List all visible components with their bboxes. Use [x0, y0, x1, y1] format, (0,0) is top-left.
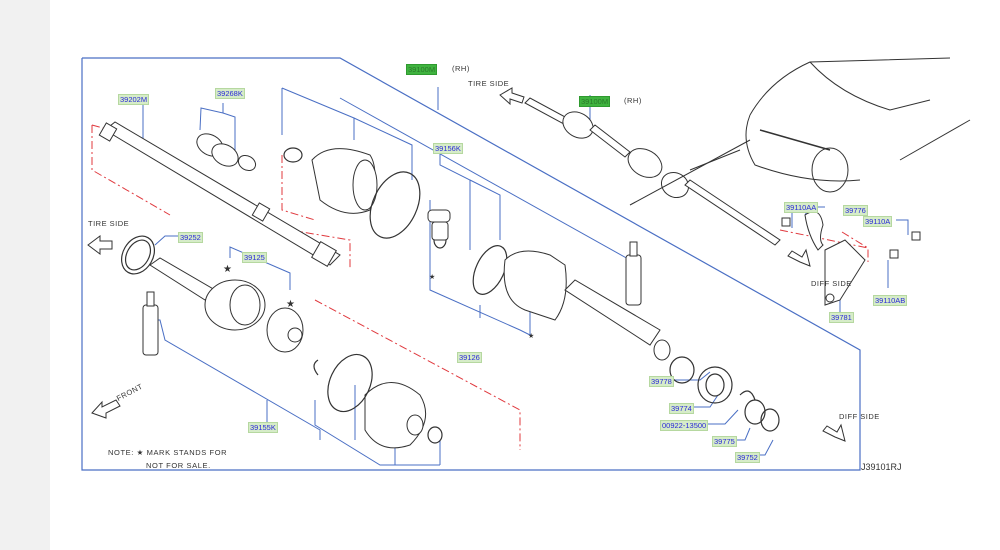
outer-joint-art [149, 257, 304, 353]
part-label-39752[interactable]: 39752 [735, 452, 760, 463]
rh-label-car: (RH) [624, 96, 642, 105]
part-label-39110A[interactable]: 39110A [863, 216, 893, 227]
direction-arrows [87, 87, 846, 442]
star-markers: ★ ★ ★ ★ [223, 264, 534, 340]
part-label-39155K[interactable]: 39155K [248, 422, 278, 433]
part-label-39100M-car[interactable]: 39100M [579, 96, 611, 107]
rings-art [121, 171, 508, 413]
tire-side-left-label: TIRE SIDE [88, 219, 130, 228]
rh-label-main: (RH) [452, 64, 470, 73]
parts-diagram-art: ★ ★ ★ ★ [81, 57, 971, 471]
diff-side-bracket-label: DIFF SIDE [811, 279, 852, 288]
part-label-39100M-main[interactable]: 39100M [406, 64, 438, 75]
part-label-39268K[interactable]: 39268K [215, 88, 245, 99]
svg-text:★: ★ [286, 299, 295, 310]
inner-joint-art [503, 250, 671, 361]
part-label-39125[interactable]: 39125 [242, 252, 267, 263]
tripod-art [427, 209, 451, 241]
part-label-39774[interactable]: 39774 [669, 403, 694, 414]
diagram-page: ★ ★ ★ ★ 39202M 39268K 39100M (RH) TIRE S… [50, 0, 1000, 550]
grease-tubes-art [142, 241, 642, 356]
part-label-39110AB[interactable]: 39110AB [873, 295, 908, 306]
tire-side-top-label: TIRE SIDE [468, 79, 510, 88]
car-sketch-art [629, 57, 971, 206]
svg-text:★: ★ [429, 273, 435, 281]
bearing-set-art [669, 356, 780, 432]
svg-text:★: ★ [223, 264, 232, 275]
diagram-frame [81, 57, 861, 471]
part-label-39202M[interactable]: 39202M [118, 94, 150, 105]
note-line-2: NOT FOR SALE. [146, 461, 211, 470]
part-label-00922-13500[interactable]: 00922-13500 [660, 420, 709, 431]
bracket-art [781, 211, 921, 306]
part-label-39110AA[interactable]: 39110AA [784, 202, 819, 213]
part-label-39252[interactable]: 39252 [178, 232, 203, 243]
diagram-code: J39101RJ [861, 462, 902, 472]
damper-art [196, 133, 257, 172]
svg-text:★: ★ [528, 332, 534, 340]
drive-shaft-art [98, 121, 341, 267]
part-label-39778[interactable]: 39778 [649, 376, 674, 387]
part-label-39775[interactable]: 39775 [712, 436, 737, 447]
part-label-39126[interactable]: 39126 [457, 352, 482, 363]
note-text: NOTE: ★ MARK STANDS FOR NOT FOR SALE. [108, 446, 227, 472]
phantom-lines [91, 124, 869, 450]
note-line-1: NOTE: ★ MARK STANDS FOR [108, 448, 228, 457]
part-label-39781[interactable]: 39781 [829, 312, 854, 323]
diff-side-bottom-label: DIFF SIDE [839, 412, 880, 421]
boots-art [311, 148, 427, 449]
shaft-assembly-art [524, 97, 781, 246]
part-label-39156K[interactable]: 39156K [433, 143, 463, 154]
part-label-39776[interactable]: 39776 [843, 205, 868, 216]
